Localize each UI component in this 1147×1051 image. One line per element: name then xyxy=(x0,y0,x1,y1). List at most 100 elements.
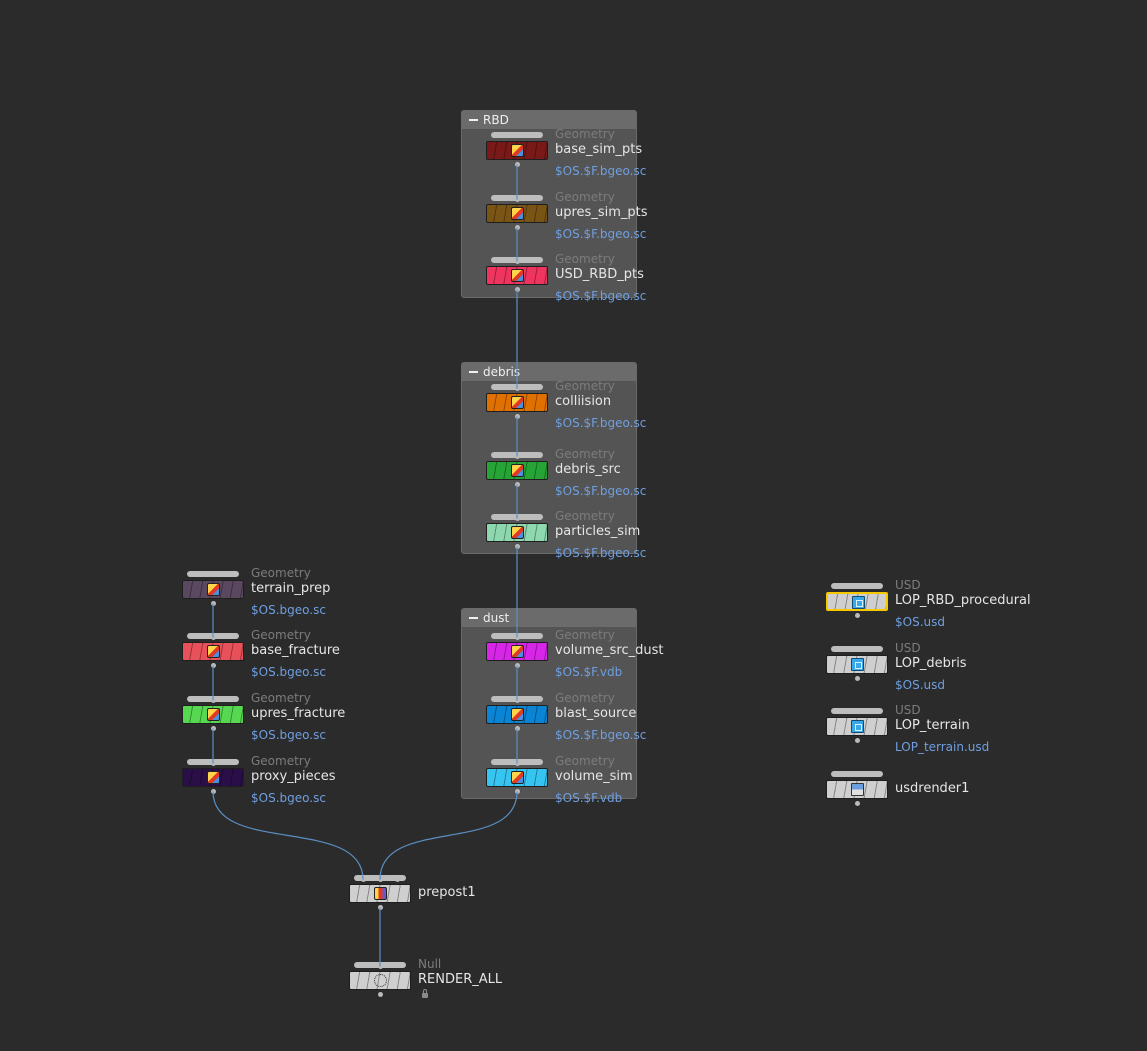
node-name-label[interactable]: RENDER_ALL xyxy=(418,972,503,987)
collapse-icon[interactable] xyxy=(469,371,478,373)
input-port[interactable] xyxy=(514,761,520,766)
node-name-label[interactable]: upres_sim_pts xyxy=(555,205,648,220)
node-tile[interactable] xyxy=(486,204,548,223)
node-name-label[interactable]: terrain_prep xyxy=(251,581,331,596)
output-port[interactable] xyxy=(854,738,860,743)
output-port[interactable] xyxy=(514,789,520,794)
node-tile[interactable] xyxy=(182,705,244,724)
node-name-label[interactable]: volume_sim xyxy=(555,769,633,784)
network-box-label: dust xyxy=(483,611,510,625)
node-type-label: Geometry xyxy=(555,252,615,266)
node-display-flag[interactable] xyxy=(187,571,239,577)
node-type-label: USD xyxy=(895,703,921,717)
input-port[interactable] xyxy=(514,454,520,459)
output-port[interactable] xyxy=(377,992,383,997)
node-tile[interactable] xyxy=(486,705,548,724)
input-port[interactable] xyxy=(394,877,400,882)
node-name-label[interactable]: USD_RBD_pts xyxy=(555,267,644,282)
node-name-label[interactable]: upres_fracture xyxy=(251,706,346,721)
network-box-debris[interactable]: debris xyxy=(461,362,637,554)
lock-icon xyxy=(422,989,428,998)
node-name-label[interactable]: volume_src_dust xyxy=(555,643,664,658)
node-name-label[interactable]: LOP_debris xyxy=(895,656,967,671)
input-port[interactable] xyxy=(514,516,520,521)
network-box-title[interactable]: debris xyxy=(462,363,636,381)
node-type-label: Geometry xyxy=(555,628,615,642)
input-port[interactable] xyxy=(377,964,383,969)
node-tile[interactable] xyxy=(826,655,888,674)
network-box-title[interactable]: RBD xyxy=(462,111,636,129)
geometry-icon xyxy=(207,771,220,784)
network-box-title[interactable]: dust xyxy=(462,609,636,627)
network-box-dust[interactable]: dust xyxy=(461,608,637,799)
input-port[interactable] xyxy=(514,635,520,640)
output-port[interactable] xyxy=(514,162,520,167)
node-tile[interactable] xyxy=(486,523,548,542)
node-tile[interactable] xyxy=(182,580,244,599)
output-port[interactable] xyxy=(514,726,520,731)
node-display-flag[interactable] xyxy=(831,771,883,777)
output-port[interactable] xyxy=(210,789,216,794)
input-port[interactable] xyxy=(377,877,383,882)
node-name-label[interactable]: colliision xyxy=(555,394,612,409)
node-name-label[interactable]: debris_src xyxy=(555,462,621,477)
output-port[interactable] xyxy=(210,726,216,731)
node-display-flag[interactable] xyxy=(831,583,883,589)
node-tile[interactable] xyxy=(182,642,244,661)
node-tile[interactable] xyxy=(486,266,548,285)
wire-volume_sim-to-prepost1[interactable] xyxy=(379,791,518,880)
output-port[interactable] xyxy=(210,601,216,606)
input-port[interactable] xyxy=(210,635,216,640)
node-type-label: USD xyxy=(895,578,921,592)
node-tile[interactable] xyxy=(826,780,888,799)
output-port[interactable] xyxy=(514,482,520,487)
output-port[interactable] xyxy=(854,676,860,681)
output-port[interactable] xyxy=(210,663,216,668)
node-display-flag[interactable] xyxy=(831,646,883,652)
output-port[interactable] xyxy=(514,225,520,230)
input-port[interactable] xyxy=(360,877,366,882)
node-tile[interactable] xyxy=(182,768,244,787)
input-port[interactable] xyxy=(514,386,520,391)
output-port[interactable] xyxy=(514,414,520,419)
output-port[interactable] xyxy=(514,544,520,549)
node-tile[interactable] xyxy=(826,592,888,611)
node-type-label: Geometry xyxy=(251,754,311,768)
node-tile[interactable] xyxy=(826,717,888,736)
node-tile[interactable] xyxy=(486,141,548,160)
node-display-flag[interactable] xyxy=(831,708,883,714)
node-name-label[interactable]: LOP_terrain xyxy=(895,718,970,733)
node-tile[interactable] xyxy=(486,642,548,661)
geometry-icon xyxy=(511,396,524,409)
output-port[interactable] xyxy=(854,613,860,618)
geometry-icon xyxy=(511,207,524,220)
input-port[interactable] xyxy=(210,761,216,766)
output-port[interactable] xyxy=(854,801,860,806)
input-port[interactable] xyxy=(210,698,216,703)
input-port[interactable] xyxy=(514,698,520,703)
node-type-label: Geometry xyxy=(251,628,311,642)
node-name-label[interactable]: base_sim_pts xyxy=(555,142,643,157)
node-name-label[interactable]: particles_sim xyxy=(555,524,641,539)
node-tile[interactable] xyxy=(486,461,548,480)
node-name-label[interactable]: base_fracture xyxy=(251,643,340,658)
node-name-label[interactable]: usdrender1 xyxy=(895,781,970,796)
collapse-icon[interactable] xyxy=(469,617,478,619)
node-tile[interactable] xyxy=(349,884,411,903)
node-name-label[interactable]: proxy_pieces xyxy=(251,769,336,784)
node-tile[interactable] xyxy=(486,768,548,787)
input-port[interactable] xyxy=(514,197,520,202)
node-output-path: $OS.$F.vdb xyxy=(555,665,623,679)
output-port[interactable] xyxy=(514,287,520,292)
node-display-flag[interactable] xyxy=(491,132,543,138)
output-port[interactable] xyxy=(514,663,520,668)
node-tile[interactable] xyxy=(349,971,411,990)
output-port[interactable] xyxy=(377,905,383,910)
collapse-icon[interactable] xyxy=(469,119,478,121)
input-port[interactable] xyxy=(514,259,520,264)
node-name-label[interactable]: LOP_RBD_procedural xyxy=(895,593,1031,608)
node-name-label[interactable]: prepost1 xyxy=(418,885,476,900)
node-tile[interactable] xyxy=(486,393,548,412)
node-name-label[interactable]: blast_source xyxy=(555,706,637,721)
